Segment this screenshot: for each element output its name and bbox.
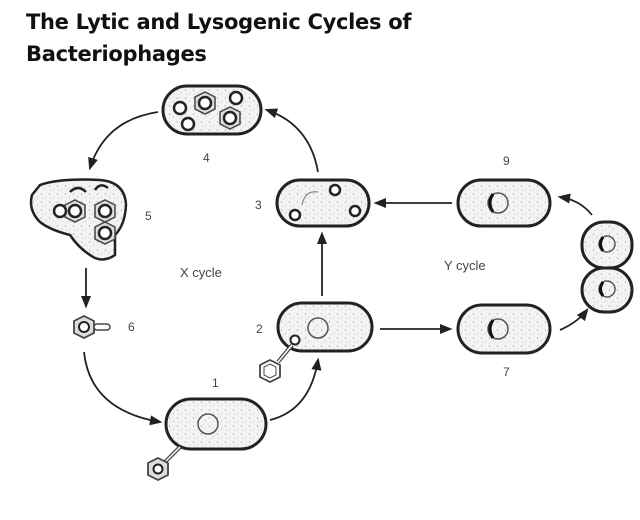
stage-1-cell xyxy=(147,397,268,482)
x-cycle-label: X cycle xyxy=(180,265,222,280)
arrow-8-to-9 xyxy=(557,193,593,216)
stage-4-cell xyxy=(161,84,263,136)
stage-2-label: 2 xyxy=(256,322,263,336)
stage-2-cell xyxy=(259,301,374,384)
stage-4-label: 4 xyxy=(203,151,210,165)
stage-6-label: 6 xyxy=(128,320,135,334)
arrow-7-to-8 xyxy=(559,307,589,331)
y-cycle-label: Y cycle xyxy=(444,258,486,273)
stage-8-dividing-cells xyxy=(580,220,634,314)
stage-9-cell xyxy=(456,178,552,228)
stage-3-label: 3 xyxy=(255,198,262,212)
arrow-1-to-2 xyxy=(269,357,322,421)
arrow-3-to-4 xyxy=(264,108,319,173)
stage-7-cell xyxy=(456,303,552,355)
arrow-6-to-1 xyxy=(83,351,163,426)
stage-5-lysing-cell xyxy=(29,178,128,261)
stage-7-label: 7 xyxy=(503,365,510,379)
stage-5-label: 5 xyxy=(145,209,152,223)
page-title: The Lytic and Lysogenic Cycles of Bacter… xyxy=(26,10,412,66)
stage-3-cell xyxy=(275,178,371,228)
stage-9-label: 9 xyxy=(503,154,510,168)
stage-1-label: 1 xyxy=(212,376,219,390)
arrow-4-to-5 xyxy=(88,111,159,171)
stage-6-free-phage xyxy=(73,314,111,340)
